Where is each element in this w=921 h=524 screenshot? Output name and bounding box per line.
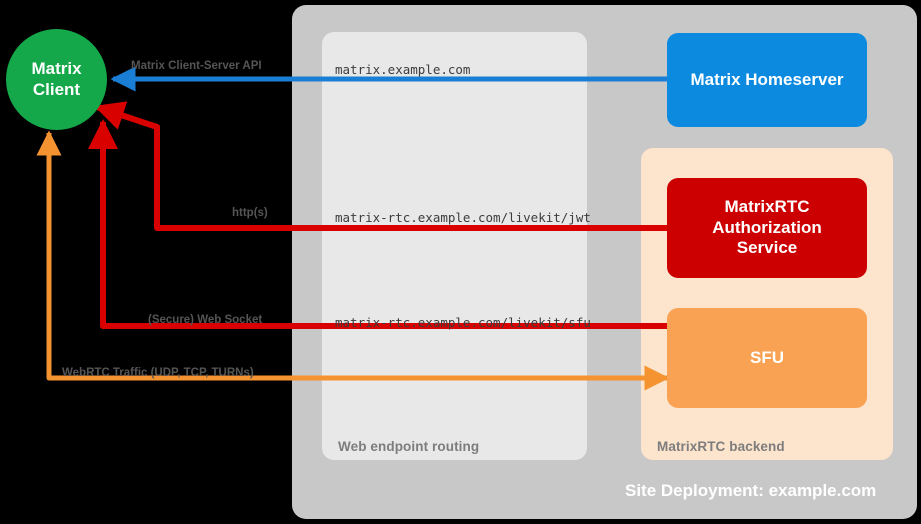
auth-service-label-line2: Authorization xyxy=(712,217,822,237)
matrix-homeserver-label: Matrix Homeserver xyxy=(690,69,844,89)
sfu-label: SFU xyxy=(750,347,784,367)
auth-service-label-line1: MatrixRTC xyxy=(724,197,810,217)
matrix-client-label-line2: Client xyxy=(32,79,81,99)
auth-service-label-line3: Service xyxy=(736,238,798,258)
web-endpoint-routing-group xyxy=(322,32,587,460)
node-sfu[interactable]: SFU xyxy=(667,308,867,408)
edge-label-client-server-api: Matrix Client-Server API xyxy=(131,60,262,72)
endpoint-url-livekit-jwt: matrix-rtc.example.com/livekit/jwt xyxy=(335,210,591,225)
edge-label-http: http(s) xyxy=(232,207,268,219)
endpoint-url-matrix: matrix.example.com xyxy=(335,62,471,77)
endpoint-url-livekit-sfu: matrix-rtc.example.com/livekit/sfu xyxy=(335,315,591,330)
edge-label-webrtc-traffic: WebRTC Traffic (UDP, TCP, TURNs) xyxy=(62,367,254,379)
matrix-client-label-line1: Matrix xyxy=(31,59,82,79)
matrixrtc-backend-label: MatrixRTC backend xyxy=(657,439,785,454)
site-deployment-label: Site Deployment: example.com xyxy=(625,481,877,500)
node-matrix-client[interactable]: Matrix Client xyxy=(6,29,107,130)
node-matrix-homeserver[interactable]: Matrix Homeserver xyxy=(667,33,867,127)
web-endpoint-routing-label: Web endpoint routing xyxy=(338,439,480,454)
node-matrixrtc-authorization-service[interactable]: MatrixRTC Authorization Service xyxy=(667,178,867,278)
edge-label-web-socket: (Secure) Web Socket xyxy=(148,314,263,326)
